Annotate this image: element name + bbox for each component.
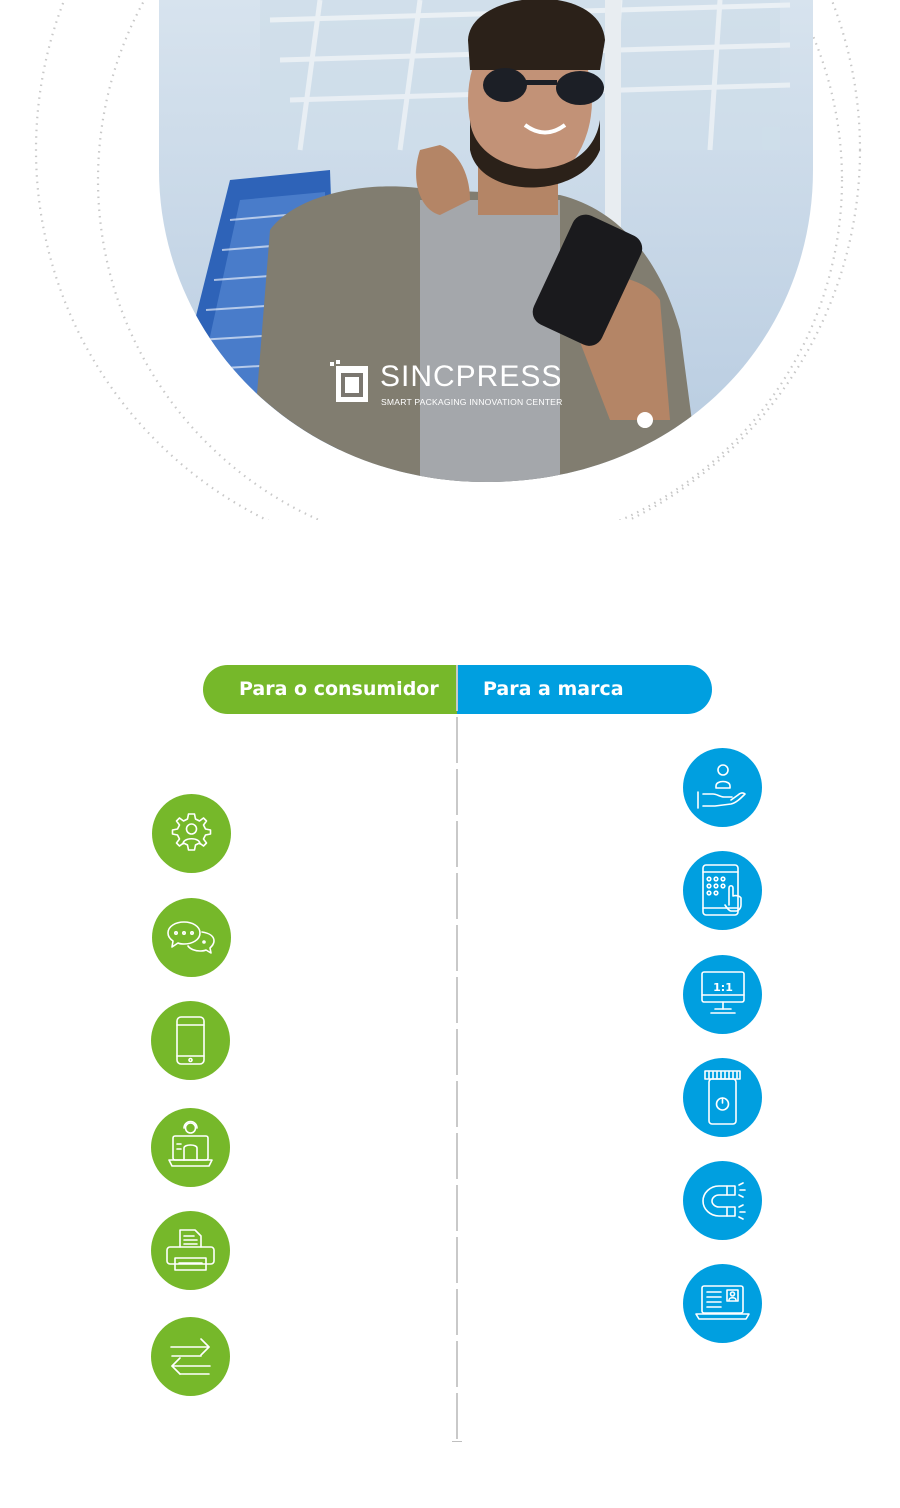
sincpress-logo-mark-icon xyxy=(330,360,368,402)
svg-text:1:1: 1:1 xyxy=(713,981,733,994)
chat-bubbles-icon[interactable] xyxy=(152,898,231,977)
tab-para-a-marca[interactable]: Para a marca xyxy=(457,665,712,714)
smartphone-icon[interactable] xyxy=(151,1001,230,1080)
hero-illustration xyxy=(35,0,861,520)
device-power-icon[interactable] xyxy=(683,1058,762,1137)
divider-cap xyxy=(452,1441,462,1442)
tab-para-o-consumidor[interactable]: Para o consumidor xyxy=(203,665,457,714)
support-agent-laptop-icon[interactable] xyxy=(151,1108,230,1187)
exchange-arrows-icon[interactable] xyxy=(151,1317,230,1396)
sincpress-logo: SINCPRESS SMART PACKAGING INNOVATION CEN… xyxy=(330,360,600,410)
user-gear-icon[interactable] xyxy=(152,794,231,873)
monitor-one-to-one-icon[interactable]: 1:1 xyxy=(683,955,762,1034)
magnet-icon[interactable] xyxy=(683,1161,762,1240)
center-divider xyxy=(456,665,458,1442)
logo-name: SINCPRESS xyxy=(380,360,563,393)
laptop-profile-icon[interactable] xyxy=(683,1264,762,1343)
printer-icon[interactable] xyxy=(151,1211,230,1290)
hero-photo xyxy=(159,0,813,482)
hand-user-icon[interactable] xyxy=(683,748,762,827)
logo-tagline: SMART PACKAGING INNOVATION CENTER xyxy=(381,397,563,407)
tablet-touch-icon[interactable] xyxy=(683,851,762,930)
audience-tabs: Para o consumidor Para a marca xyxy=(203,665,712,714)
hero-section: SINCPRESS SMART PACKAGING INNOVATION CEN… xyxy=(0,0,900,520)
